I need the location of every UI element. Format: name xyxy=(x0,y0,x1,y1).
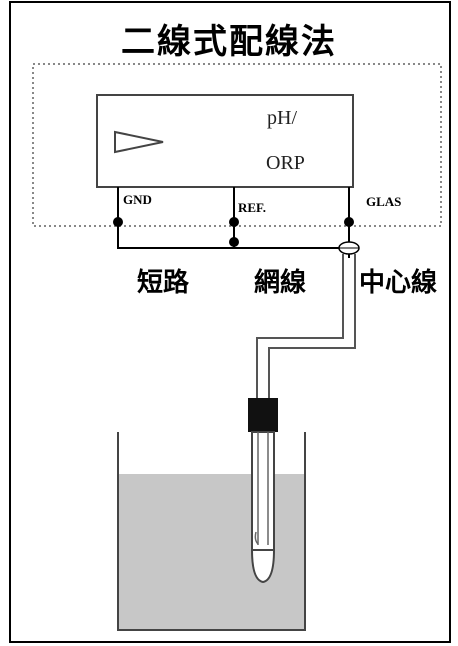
ref-junction-dot xyxy=(229,237,239,247)
terminal-gnd-label: GND xyxy=(123,192,152,207)
cable-outer xyxy=(268,254,356,398)
terminal-ref-label: REF. xyxy=(238,200,267,215)
diagram-title: 二線式配線法 xyxy=(121,22,337,62)
electrode-cap xyxy=(248,398,278,432)
amplifier-icon xyxy=(114,130,164,154)
outer-frame xyxy=(9,1,451,643)
short-label: 短路 xyxy=(137,268,190,298)
meter-display-line2: ORP xyxy=(266,152,305,174)
meter-display-line1: pH/ xyxy=(267,107,297,129)
reference-junction xyxy=(254,531,259,545)
short-wire xyxy=(117,222,234,249)
terminal-glas-label: GLAS xyxy=(366,194,402,209)
glass-bulb-icon xyxy=(250,549,276,584)
solution xyxy=(118,474,305,630)
shield-label: 網線 xyxy=(254,268,307,298)
beaker xyxy=(117,432,306,631)
core-label: 中心線 xyxy=(359,268,438,298)
cable-inner xyxy=(256,254,344,398)
